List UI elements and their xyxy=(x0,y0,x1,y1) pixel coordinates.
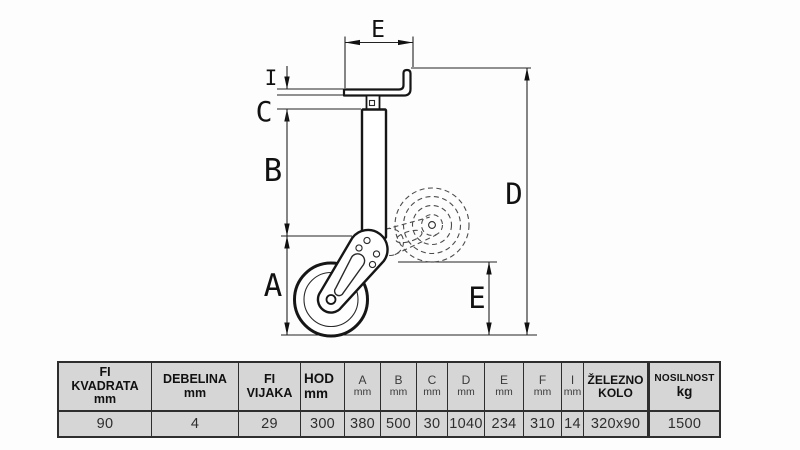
column-header: B mm xyxy=(381,363,416,412)
spec-col-fi-vijaka: FI VIJAKA 29 xyxy=(239,363,301,436)
header-line: mm xyxy=(353,386,372,399)
header-line: I xyxy=(570,373,575,388)
header-line: mm xyxy=(495,386,513,399)
cell-value: 14 xyxy=(564,416,581,432)
cell-value: 320x90 xyxy=(590,416,641,432)
column-header: ŽELEZNO KOLO xyxy=(584,363,647,412)
wheel-assembly xyxy=(293,228,389,338)
support-tube xyxy=(360,108,388,240)
header-line: mm xyxy=(533,386,552,399)
header-line: B xyxy=(394,373,403,388)
column-header: C mm xyxy=(417,363,447,412)
cell-value: 29 xyxy=(261,416,278,432)
header-line: mm xyxy=(183,385,207,400)
cell-value: 4 xyxy=(190,416,200,432)
cell-value: 300 xyxy=(309,416,336,432)
column-header: DEBELINA mm xyxy=(152,363,238,412)
spindle-neck xyxy=(365,94,381,111)
header-line: mm xyxy=(304,385,329,401)
cell-value: 500 xyxy=(385,416,412,432)
header-line: VIJAKA xyxy=(246,385,293,400)
spec-col-b: B mm 500 xyxy=(381,363,417,436)
cell-value: 30 xyxy=(423,416,441,432)
column-header: D mm xyxy=(448,363,484,412)
header-line: mm xyxy=(563,386,582,399)
header-line: mm xyxy=(389,386,408,399)
column-header: NOSILNOST kg xyxy=(650,363,719,412)
header-line: kg xyxy=(676,383,693,399)
header-line: D xyxy=(461,373,471,388)
arm-bolt-hole xyxy=(355,244,363,252)
header-line: FI xyxy=(263,372,276,386)
cell-value: 380 xyxy=(349,416,376,432)
spec-table: FI KVADRATA mm 90 DEBELINA mm 4 FI VIJAK… xyxy=(57,361,721,438)
header-line: KVADRATA xyxy=(71,378,139,393)
spindle-pin-hole xyxy=(368,99,376,107)
spec-col-fi-kvadrata: FI KVADRATA mm 90 xyxy=(59,363,152,436)
dimension-label-c: C xyxy=(256,95,273,128)
column-header: I mm xyxy=(562,363,583,412)
header-line: A xyxy=(358,373,367,388)
dimension-label-e-side: E xyxy=(468,281,485,315)
arm-bolt-hole xyxy=(368,260,377,269)
dimension-label-e-top: E xyxy=(371,17,385,43)
dimension-lines xyxy=(277,36,537,336)
arm-bolt-hole xyxy=(372,250,381,258)
dimension-label-i: I xyxy=(265,66,278,90)
dimension-labels: E I C B A D E xyxy=(256,17,523,315)
header-line: NOSILNOST xyxy=(654,372,715,384)
header-line: HOD xyxy=(304,370,334,386)
column-header: A mm xyxy=(345,363,380,412)
column-header: FI KVADRATA mm xyxy=(59,363,151,412)
cell-value: 1040 xyxy=(449,416,483,432)
cell-value: 234 xyxy=(491,416,517,432)
dimension-label-a: A xyxy=(264,268,283,304)
raised-wheel-ghost xyxy=(375,187,470,263)
dimension-label-b: B xyxy=(264,153,283,189)
spec-col-d: D mm 1040 xyxy=(448,363,485,436)
spec-col-debelina: DEBELINA mm 4 xyxy=(152,363,239,436)
spec-col-i: I mm 14 xyxy=(562,363,584,436)
wheel-hub-hole xyxy=(325,294,337,305)
header-line: ŽELEZNO xyxy=(587,372,644,387)
spec-col-zelezno-kolo: ŽELEZNO KOLO 320x90 xyxy=(584,363,650,436)
spec-col-hod: HOD mm 300 xyxy=(301,363,345,436)
column-header: F mm xyxy=(524,363,561,412)
spec-col-nosilnost: NOSILNOST kg 1500 xyxy=(650,363,719,436)
spec-col-e: E mm 234 xyxy=(485,363,524,436)
swing-arm-slot xyxy=(333,253,366,297)
cell-value: 90 xyxy=(96,416,114,432)
column-header: HOD mm xyxy=(301,363,344,412)
cell-value: 1500 xyxy=(667,416,702,432)
header-line: mm xyxy=(457,386,475,399)
column-header: FI VIJAKA xyxy=(239,363,300,412)
jockey-wheel-technical-drawing: E I C B A D E xyxy=(256,17,537,338)
header-line: mm xyxy=(93,392,117,407)
clamp-plate xyxy=(342,68,412,97)
header-line: E xyxy=(499,373,508,388)
dimension-label-d: D xyxy=(505,177,522,211)
header-line: KOLO xyxy=(598,385,633,400)
header-line: F xyxy=(538,373,547,388)
spec-col-c: C mm 30 xyxy=(417,363,448,436)
header-line: DEBELINA xyxy=(163,372,227,386)
spec-col-f: F mm 310 xyxy=(524,363,562,436)
mounting-bracket-and-tube xyxy=(342,68,412,240)
header-line: FI xyxy=(99,365,111,380)
header-line: mm xyxy=(423,386,441,399)
header-line: C xyxy=(427,373,437,388)
column-header: E mm xyxy=(485,363,523,412)
arm-bolt-hole xyxy=(363,236,371,245)
spec-col-a: A mm 380 xyxy=(345,363,381,436)
cell-value: 310 xyxy=(529,416,556,432)
